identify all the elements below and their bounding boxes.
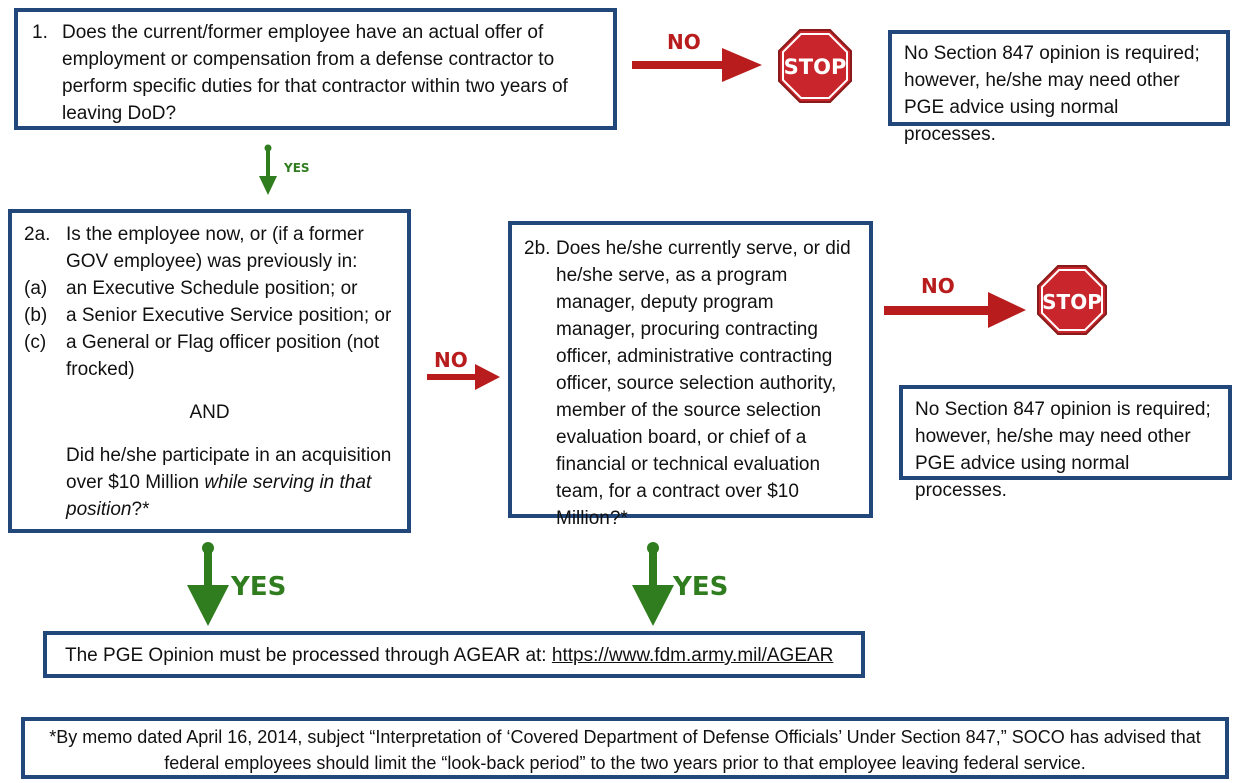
no-opinion-required-box-2: No Section 847 opinion is required; howe… — [899, 385, 1232, 501]
yes-arrow-right — [632, 542, 674, 626]
stop-sign-1: STOP — [778, 29, 852, 103]
no-arrow-1 — [632, 48, 762, 82]
question-text: Does he/she currently serve, or did he/s… — [556, 238, 851, 529]
yes-arrow-small — [259, 144, 277, 195]
question-1-box: 1. Does the current/former employee have… — [14, 8, 617, 130]
no-arrow-2 — [427, 364, 500, 390]
followup-question: Did he/she participate in an acquisition… — [24, 442, 395, 523]
yes-label-left: YES — [231, 572, 287, 602]
question-number: 2b. — [524, 238, 551, 259]
option-text: a General or Flag officer position (not … — [66, 332, 380, 380]
no-label-3: NO — [921, 274, 955, 298]
no-arrow-3 — [884, 292, 1026, 328]
option-marker: (a) — [24, 278, 48, 299]
footnote-box: *By memo dated April 16, 2014, subject “… — [21, 717, 1229, 779]
and-label: AND — [189, 402, 230, 423]
stop-sign-label: STOP — [784, 55, 847, 79]
question-2a-box: 2a. Is the employee now, or (if a former… — [8, 209, 411, 533]
question-2b-box: 2b. Does he/she currently serve, or did … — [508, 221, 873, 529]
no-label-1: NO — [667, 30, 701, 54]
stop-sign-2: STOP — [1037, 265, 1107, 335]
followup-text: Did he/she participate in an acquisition… — [66, 445, 392, 493]
followup-end: ?* — [131, 499, 150, 520]
result-box: The PGE Opinion must be processed throug… — [43, 631, 865, 678]
question-number: 1. — [32, 22, 48, 43]
option-text: a Senior Executive Service position; or — [66, 305, 392, 326]
result-text: The PGE Opinion must be processed throug… — [65, 645, 552, 666]
no-opinion-required-box: No Section 847 opinion is required; howe… — [888, 30, 1230, 145]
question-text: Does the current/former employee have an… — [62, 22, 568, 124]
option-marker: (c) — [24, 332, 47, 353]
outcome-text: No Section 847 opinion is required; howe… — [904, 43, 1200, 145]
question-number: 2a. — [24, 224, 51, 245]
footnote-text: *By memo dated April 16, 2014, subject “… — [49, 727, 1201, 773]
followup-italic: while serving in that position — [66, 472, 372, 520]
yes-label-right: YES — [673, 572, 729, 602]
no-label-2: NO — [434, 348, 468, 372]
option-marker: (b) — [24, 305, 48, 326]
stop-sign-label: STOP — [1042, 290, 1102, 314]
agear-link[interactable]: https://www.fdm.army.mil/AGEAR — [551, 645, 834, 666]
outcome-text: No Section 847 opinion is required; howe… — [915, 399, 1211, 501]
question-intro: Is the employee now, or (if a former GOV… — [66, 224, 364, 272]
yes-label-small: YES — [284, 161, 310, 175]
yes-arrow-left — [187, 542, 229, 626]
option-text: an Executive Schedule position; or — [66, 278, 358, 299]
